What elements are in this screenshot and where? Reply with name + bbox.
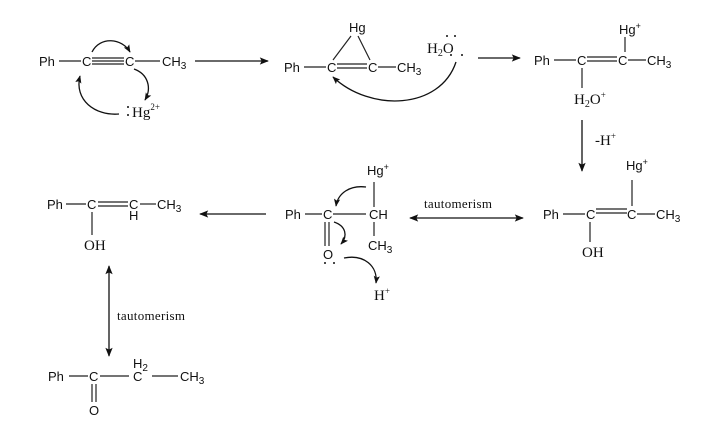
hydrogen-label: H: [129, 208, 138, 223]
phenyl-label: Ph: [39, 54, 55, 69]
proton-label: H+: [374, 286, 390, 304]
lone-pair-dot: [450, 54, 452, 56]
methylene-hydrogens-label: H2: [133, 356, 148, 374]
curved-arrow-water-attack: [332, 61, 457, 102]
carbon-label: C: [577, 53, 586, 68]
curved-arrow-proton-loss: [343, 256, 380, 284]
methyl-label: CH3: [157, 197, 182, 215]
phenyl-label: Ph: [285, 207, 301, 222]
lone-pair-dot: [127, 114, 129, 116]
curved-arrow-to-carbon: [333, 186, 367, 207]
mercury-cation-label: Hg+: [619, 21, 641, 37]
bond-to-mercury: [357, 35, 371, 61]
mercury-cation-label: Hg+: [626, 157, 648, 173]
ketone-product: Ph C C H2 CH3 O: [48, 356, 205, 418]
curved-arrow-to-oxygen: [333, 221, 348, 245]
lone-pair-dot: [333, 262, 335, 264]
carbon-label: C: [89, 369, 98, 384]
methyl-label: CH3: [647, 53, 672, 71]
mercury-label: Hg: [349, 20, 366, 35]
methyl-label: CH3: [180, 369, 205, 387]
lone-pair-dot: [461, 54, 463, 56]
bond-to-mercury: [332, 35, 352, 61]
phenyl-label: Ph: [48, 369, 64, 384]
methyl-label: CH3: [368, 238, 393, 256]
phenyl-label: Ph: [284, 60, 300, 75]
phenyl-label: Ph: [534, 53, 550, 68]
curved-arrow-pi-shift: [91, 40, 131, 53]
tautomerism-label: tautomerism: [424, 196, 492, 211]
oxonium-label: H2O+: [574, 90, 606, 110]
carbon-label: C: [125, 54, 134, 69]
carbon-label: C: [87, 197, 96, 212]
lone-pair-dot: [454, 35, 456, 37]
carbon-label: C: [586, 207, 595, 222]
carbon-label: C: [82, 54, 91, 69]
lone-pair-dot: [127, 106, 129, 108]
methyl-label: CH3: [656, 207, 681, 225]
methyl-label: CH3: [397, 60, 422, 78]
mercurinium-intermediate: Hg Ph C C CH3 H2O: [284, 20, 463, 102]
phenyl-label: Ph: [543, 207, 559, 222]
mercury-ion-label: Hg2+: [132, 102, 160, 121]
phenyl-label: Ph: [47, 197, 63, 212]
methyl-label: CH3: [162, 54, 187, 72]
oxygen-label: O: [323, 247, 333, 262]
lone-pair-dot: [446, 35, 448, 37]
curved-arrow-mercury-attack: [75, 75, 120, 115]
carbon-label: C: [627, 207, 636, 222]
water-label: H2O: [427, 41, 454, 59]
carbon-label: C: [129, 197, 138, 212]
hydroxyl-label: OH: [582, 245, 604, 261]
enol-intermediate: Ph C C H CH3 OH: [47, 197, 182, 254]
carbon-label: C: [133, 369, 142, 384]
alkyne-reactant: Ph C C CH3 Hg2+: [39, 40, 187, 121]
keto-mercury-intermediate: Hg+ Ph C CH CH3 O H+: [285, 162, 393, 304]
oxonium-intermediate: Hg+ Ph C C CH3 H2O+: [534, 21, 672, 110]
hydroxyl-label: OH: [84, 238, 106, 254]
oxygen-label: O: [89, 403, 99, 418]
lone-pair-dot: [324, 262, 326, 264]
carbon-label: C: [368, 60, 377, 75]
mercurated-enol: Hg+ Ph C C CH3 OH: [543, 157, 681, 261]
mercury-cation-label: Hg+: [367, 162, 389, 178]
carbon-label: C: [323, 207, 332, 222]
deprotonation-label: -H+: [595, 131, 616, 149]
curved-arrow-to-mercury: [133, 68, 152, 101]
tautomerism-label: tautomerism: [117, 308, 185, 323]
carbon-label: C: [327, 60, 336, 75]
methine-label: CH: [369, 207, 388, 222]
carbon-label: C: [618, 53, 627, 68]
